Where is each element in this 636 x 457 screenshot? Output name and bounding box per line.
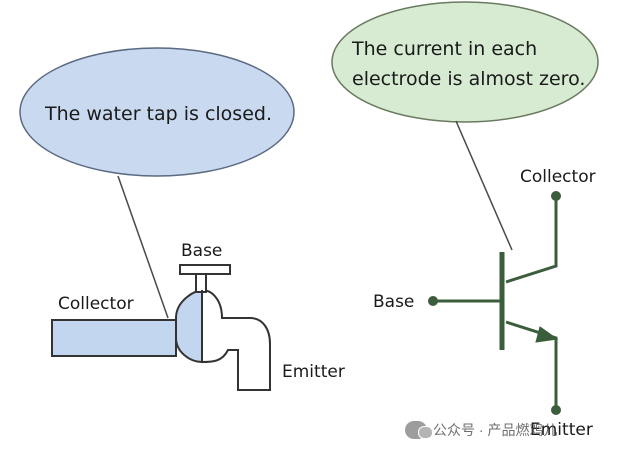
base-node <box>428 296 438 306</box>
emitter-arrow <box>535 326 559 343</box>
collector-node <box>551 191 561 201</box>
right-bubble-pointer <box>455 120 513 251</box>
transistor-symbol <box>433 196 559 410</box>
transistor-collector-label: Collector <box>520 167 596 187</box>
watermark-text: 公众号 · 产品燃鸡儿 <box>433 422 558 438</box>
right-speech-bubble <box>331 1 599 123</box>
emitter-node <box>551 405 561 415</box>
right-bubble-line-1: The current in each <box>352 38 538 60</box>
left-speech-bubble <box>19 47 295 177</box>
watermark: 公众号 · 产品燃鸡儿 <box>405 420 557 440</box>
tap-emitter-label: Emitter <box>282 362 345 382</box>
tap-collector-label: Collector <box>58 294 134 314</box>
right-bubble-line-2: electrode is almost zero. <box>352 68 586 90</box>
collector-lead <box>505 196 558 284</box>
transistor-emitter-label: Emitter <box>530 420 593 440</box>
left-bubble-pointer <box>117 175 169 319</box>
transistor-base-label: Base <box>373 292 415 312</box>
left-bubble-text: The water tap is closed. <box>45 103 272 125</box>
water-tap-drawing <box>51 264 271 391</box>
collector-pipe <box>51 319 177 357</box>
wechat-icon <box>405 421 433 439</box>
tap-handle <box>179 264 231 275</box>
tap-base-label: Base <box>181 241 223 261</box>
tap-valve-body <box>175 288 203 364</box>
tap-outlet-body <box>201 288 271 391</box>
right-bubble-text: The current in each electrode is almost … <box>352 34 585 94</box>
